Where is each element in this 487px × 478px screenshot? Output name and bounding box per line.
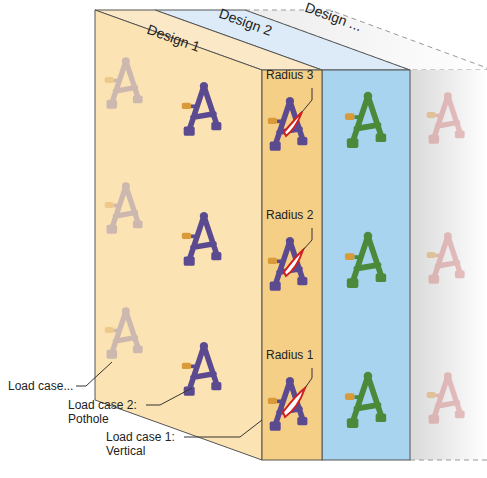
radius-label: Radius 3 xyxy=(266,68,313,82)
radius-label: Radius 2 xyxy=(266,208,313,222)
load-case-label: Load case 1: Vertical xyxy=(106,430,186,458)
load-case-label: Load case... xyxy=(8,379,73,393)
radius-label: Radius 1 xyxy=(266,348,313,362)
load-case-label: Load case 2: Pothole xyxy=(68,398,148,426)
